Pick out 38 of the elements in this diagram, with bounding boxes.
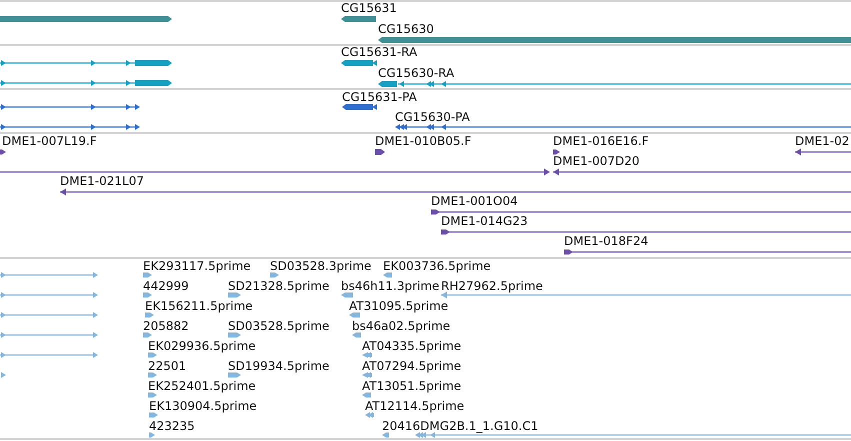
feature-label: 442999 bbox=[143, 279, 189, 293]
feature-label: DME1-02 bbox=[795, 134, 850, 148]
feature-label: SD19934.5prime bbox=[228, 359, 330, 373]
feature-label: CG15630-PA bbox=[395, 110, 470, 124]
feature-label: EK130904.5prime bbox=[149, 399, 257, 413]
feature-label: DME1-001O04 bbox=[431, 194, 518, 208]
feature-label: DME1-007D20 bbox=[553, 154, 640, 168]
feature-label: bs46a02.5prime bbox=[352, 319, 450, 333]
feature-label: DME1-010B05.F bbox=[375, 134, 472, 148]
feature-label: EK156211.5prime bbox=[145, 299, 253, 313]
feature-label: AT31095.5prime bbox=[349, 299, 448, 313]
feature-label: CG15631 bbox=[341, 1, 397, 15]
feature-label: 20416DMG2B.1_1.G10.C1 bbox=[382, 419, 538, 433]
feature-label: DME1-014G23 bbox=[441, 214, 528, 228]
feature-label: 423235 bbox=[149, 419, 195, 433]
feature-label: SD03528.3prime bbox=[270, 259, 372, 273]
feature-label: AT13051.5prime bbox=[362, 379, 462, 393]
feature-label: CG15630-RA bbox=[378, 66, 454, 80]
feature-label: RH27962.5prime bbox=[441, 279, 543, 293]
feature-label: bs46h11.3prime bbox=[341, 279, 440, 293]
feature-label: SD03528.5prime bbox=[228, 319, 330, 333]
feature-label: DME1-021L07 bbox=[60, 174, 144, 188]
feature-label: 22501 bbox=[148, 359, 186, 373]
feature-label: EK252401.5prime bbox=[148, 379, 256, 393]
feature-label: EK029936.5prime bbox=[148, 339, 256, 353]
feature-label: AT07294.5prime bbox=[362, 359, 462, 373]
feature-label: 205882 bbox=[143, 319, 189, 333]
feature-label: EK003736.5prime bbox=[383, 259, 491, 273]
feature-label: SD21328.5prime bbox=[228, 279, 330, 293]
feature-label: EK293117.5prime bbox=[143, 259, 251, 273]
feature-label: DME1-007L19.F bbox=[2, 134, 97, 148]
feature-label: AT04335.5prime bbox=[362, 339, 462, 353]
feature-label: CG15631-RA bbox=[341, 45, 418, 59]
feature-label: DME1-018F24 bbox=[564, 234, 648, 248]
feature-label: CG15631-PA bbox=[342, 90, 417, 104]
feature-label: AT12114.5prime bbox=[365, 399, 464, 413]
feature-label: DME1-016E16.F bbox=[553, 134, 649, 148]
feature-label: CG15630 bbox=[378, 22, 434, 36]
